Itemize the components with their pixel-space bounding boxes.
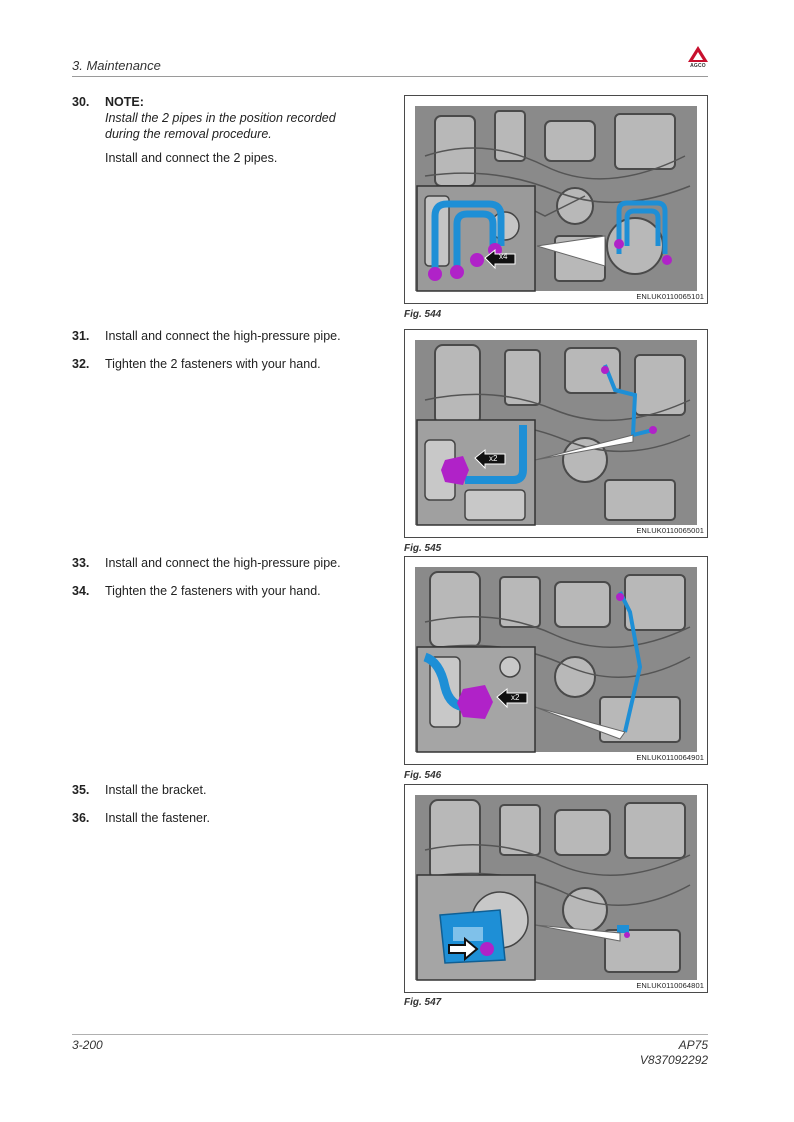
logo-text: AGCO xyxy=(690,63,706,69)
footer-doc-info: AP75 V837092292 xyxy=(640,1038,708,1068)
doc-code: V837092292 xyxy=(639,1053,708,1067)
engine-illustration xyxy=(415,795,697,981)
step-text: Install and connect the high-pressure pi… xyxy=(105,556,341,570)
step-number: 32. xyxy=(72,357,90,371)
callout-quantity: x4 xyxy=(499,252,508,261)
figure-caption: Fig. 547 xyxy=(404,997,442,1008)
agco-logo-icon xyxy=(688,46,708,62)
step-text: Install and connect the 2 pipes. xyxy=(105,151,278,165)
step-text: Install the fastener. xyxy=(105,811,210,825)
model-name: AP75 xyxy=(678,1038,708,1052)
footer-rule xyxy=(72,1034,708,1035)
step-number: 36. xyxy=(72,811,90,825)
step-number: 33. xyxy=(72,556,90,570)
step-number: 34. xyxy=(72,584,90,598)
section-title: 3. Maintenance xyxy=(72,58,161,73)
figure-544: x4 ENLUK0110065101 xyxy=(404,95,708,304)
figure-caption: Fig. 545 xyxy=(404,543,442,554)
step-text: Tighten the 2 fasteners with your hand. xyxy=(105,357,321,371)
figure-code: ENLUK0110064901 xyxy=(636,753,704,762)
engine-illustration xyxy=(415,340,697,526)
step-number: 35. xyxy=(72,783,90,797)
figure-caption: Fig. 544 xyxy=(404,309,442,320)
figure-code: ENLUK0110065101 xyxy=(636,292,704,301)
figure-code: ENLUK0110065001 xyxy=(636,526,704,535)
step-text: Install the bracket. xyxy=(105,783,207,797)
figure-546: x2 ENLUK0110064901 xyxy=(404,556,708,765)
page-number: 3-200 xyxy=(72,1038,103,1052)
note-label: NOTE: xyxy=(105,95,144,109)
figure-547: ENLUK0110064801 xyxy=(404,784,708,993)
header-rule xyxy=(72,76,708,77)
engine-illustration xyxy=(415,106,697,292)
step-number: 31. xyxy=(72,329,90,343)
step-text: Install and connect the high-pressure pi… xyxy=(105,329,341,343)
callout-quantity: x2 xyxy=(511,693,520,702)
figure-caption: Fig. 546 xyxy=(404,770,442,781)
figure-545: x2 ENLUK0110065001 xyxy=(404,329,708,538)
note-text: Install the 2 pipes in the position reco… xyxy=(105,111,336,141)
engine-illustration xyxy=(415,567,697,753)
step-text: Tighten the 2 fasteners with your hand. xyxy=(105,584,321,598)
figure-code: ENLUK0110064801 xyxy=(636,981,704,990)
callout-quantity: x2 xyxy=(489,454,498,463)
step-number: 30. xyxy=(72,95,90,109)
